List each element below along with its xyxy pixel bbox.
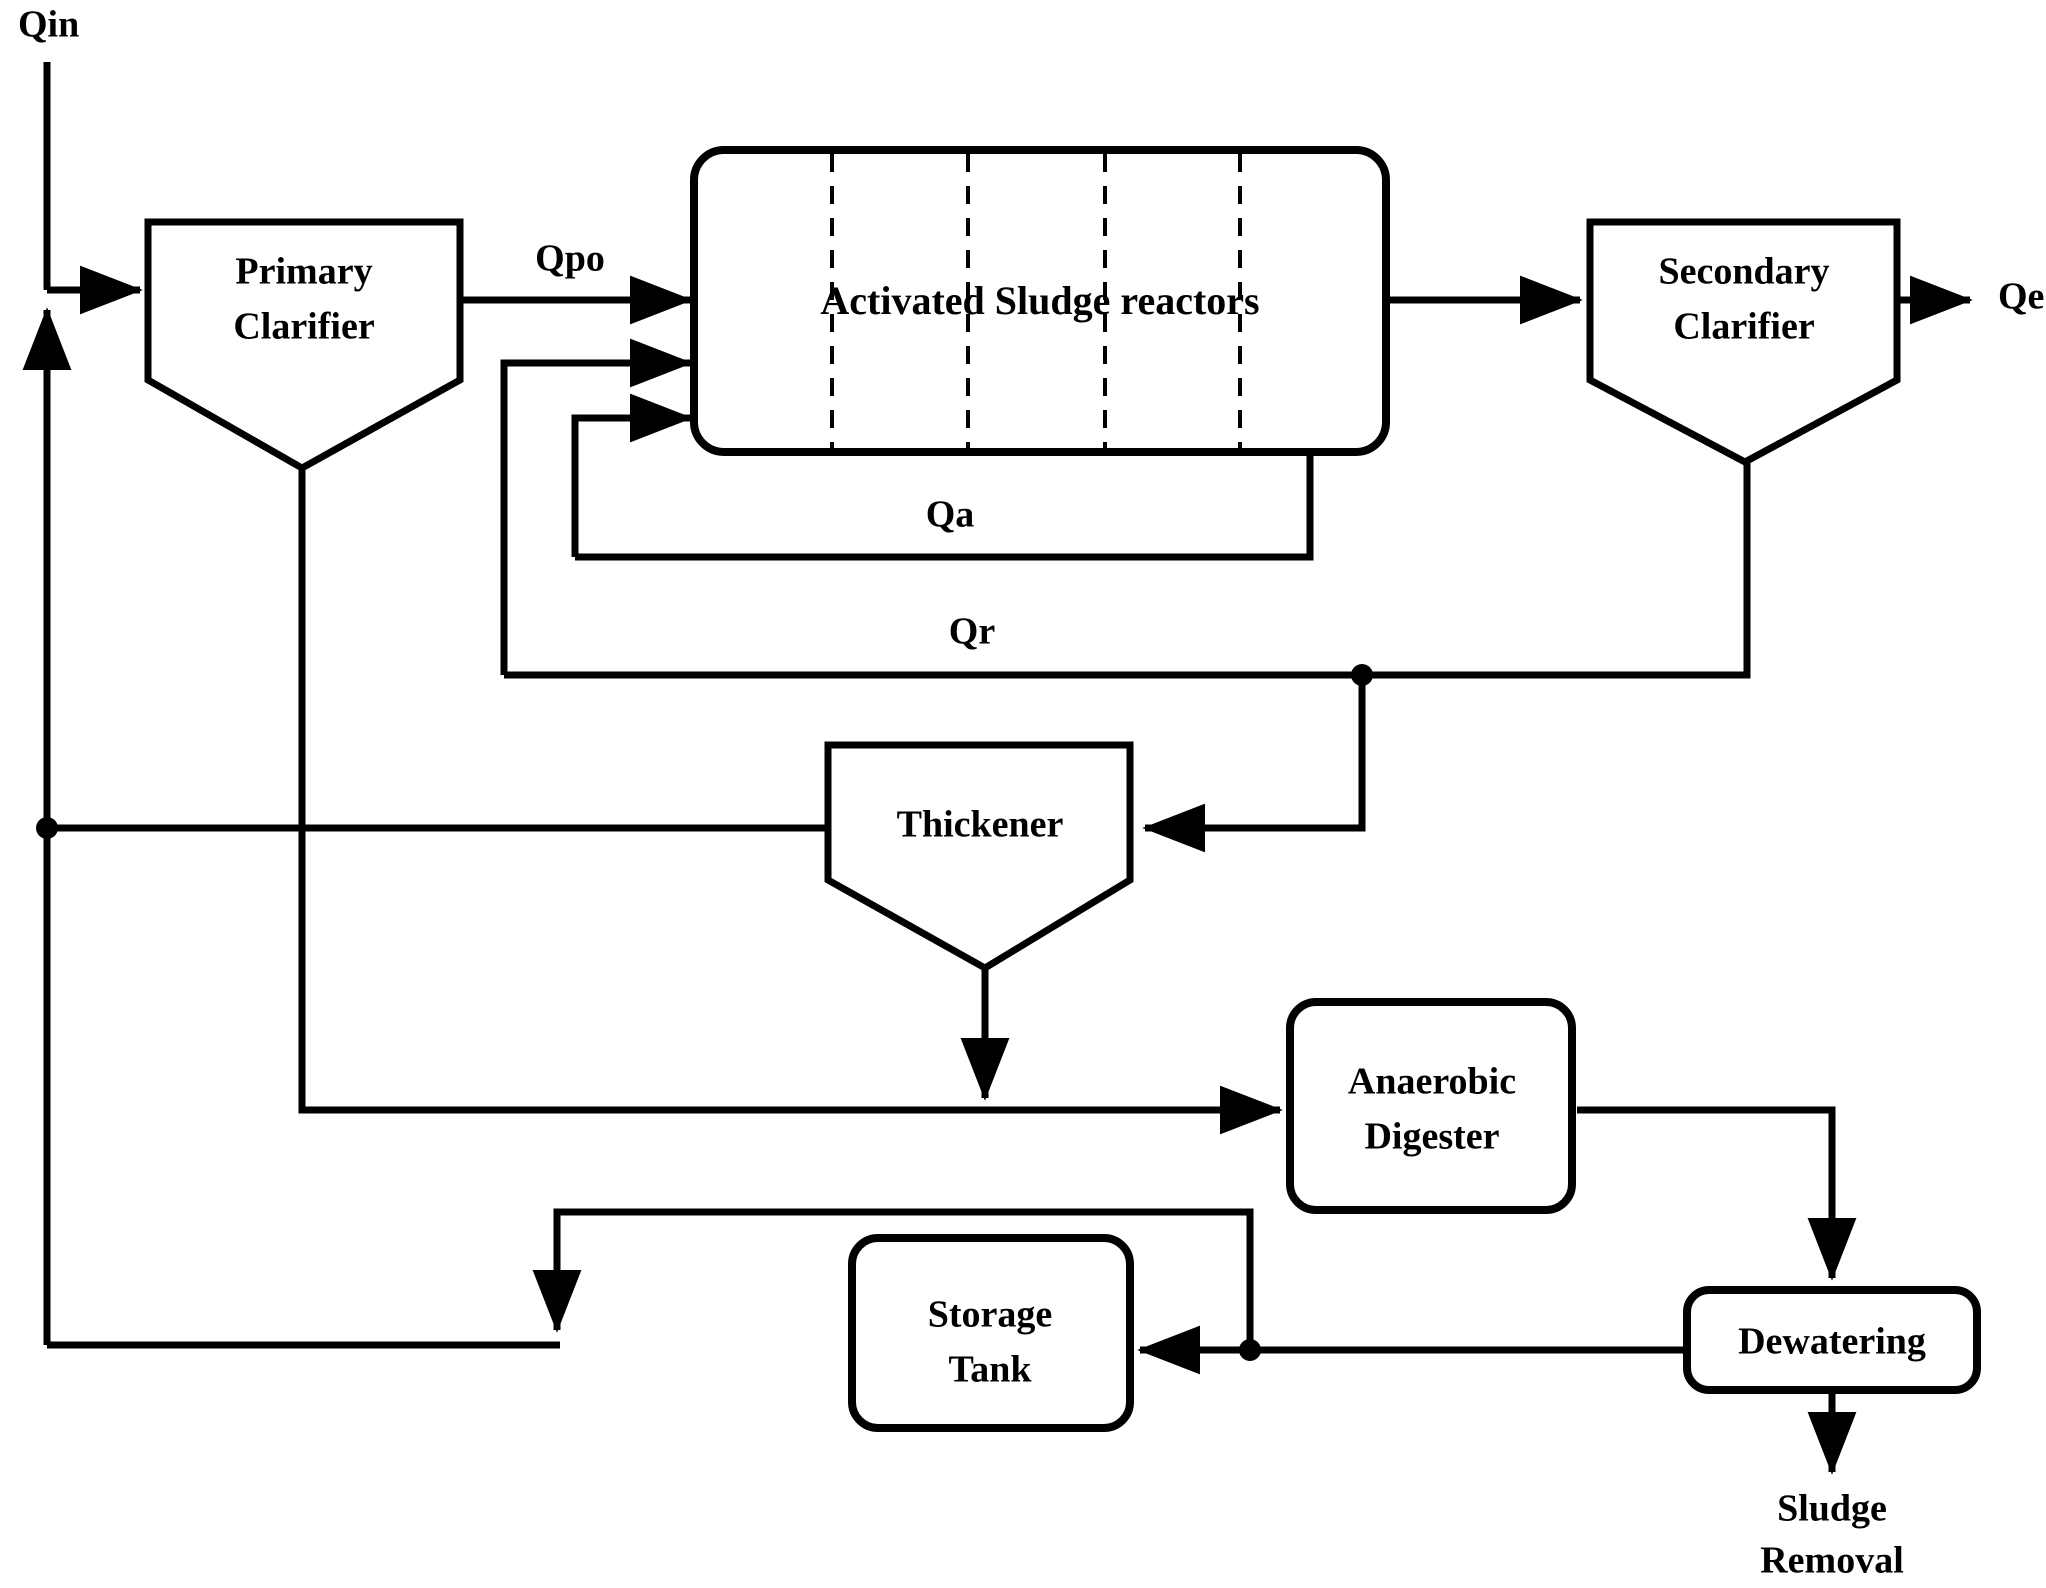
qr-to-thickener-path [1142, 675, 1366, 853]
stream-qr-loop-path [504, 450, 1751, 679]
secondary-clarifier-label-line1: Secondary [1659, 251, 1830, 293]
unit-dewatering[interactable]: Dewatering [1683, 1286, 1981, 1394]
junction-dot-storage-branch [1239, 1339, 1261, 1361]
anaerobic-digester-label-line1: Anaerobic [1348, 1061, 1516, 1103]
dewatering-label: Dewatering [1738, 1321, 1926, 1363]
stream-label-sludge-removal-line2: Removal [1760, 1540, 1904, 1582]
unit-anaerobic-digester[interactable]: Anaerobic Digester [1286, 998, 1576, 1214]
unit-thickener[interactable]: Thickener [824, 741, 1134, 973]
stream-qa-return-path [571, 393, 693, 557]
stream-label-sludge-removal-line1: Sludge [1777, 1488, 1887, 1530]
stream-qin-path [43, 62, 143, 315]
storage-tank-label-line1: Storage [928, 1294, 1053, 1336]
stream-qa-loop-path [575, 452, 1314, 561]
junction-dot-qr-thickener [1351, 664, 1373, 686]
stream-label-qin: Qin [18, 4, 79, 46]
digester-to-dewatering-path [1577, 1106, 1857, 1281]
unit-primary-clarifier[interactable]: Primary Clarifier [144, 218, 464, 473]
secondary-clarifier-label-line2: Clarifier [1673, 306, 1815, 348]
unit-secondary-clarifier[interactable]: Secondary Clarifier [1586, 218, 1901, 466]
stream-label-qr: Qr [949, 611, 996, 653]
anaerobic-digester-label-line2: Digester [1364, 1116, 1499, 1158]
unit-storage-tank[interactable]: Storage Tank [848, 1234, 1134, 1432]
primary-clarifier-label-line1: Primary [235, 251, 372, 293]
unit-activated-sludge-reactors[interactable]: Activated Sludge reactors [690, 146, 1390, 456]
stream-qr-return-path [500, 338, 693, 675]
storage-tank-label-line2: Tank [948, 1349, 1032, 1391]
junction-dot-left-riser [36, 817, 58, 839]
stream-label-qa: Qa [926, 494, 975, 536]
storage-recycle-path [532, 1208, 1254, 1350]
stream-label-qe: Qe [1998, 276, 2044, 318]
primary-underflow-path [298, 455, 1283, 1135]
thickener-label: Thickener [897, 804, 1064, 846]
activated-sludge-reactors-label: Activated Sludge reactors [820, 278, 1259, 323]
stream-label-qpo: Qpo [535, 238, 605, 280]
primary-clarifier-label-line2: Clarifier [233, 306, 375, 348]
